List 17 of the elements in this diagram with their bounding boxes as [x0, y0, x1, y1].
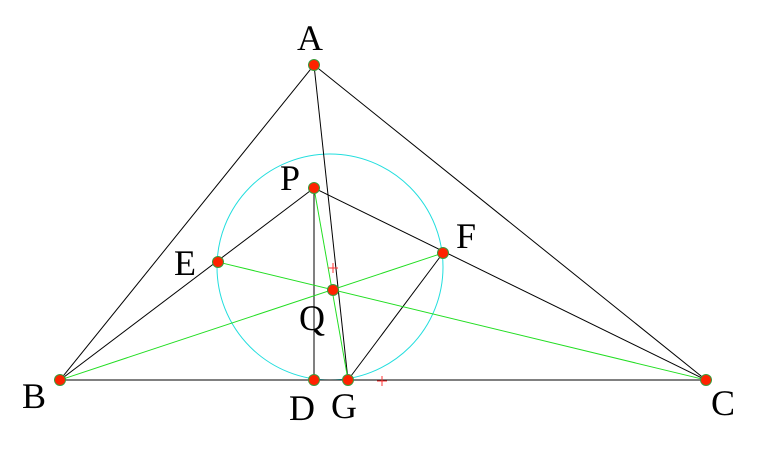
- point-label: F: [456, 218, 476, 254]
- point-label: P: [280, 160, 300, 196]
- line-segment: [318, 190, 702, 378]
- line-segment: [350, 256, 440, 376]
- line-segment: [64, 190, 310, 378]
- line-segment: [314, 69, 348, 376]
- line-segment: [222, 262, 702, 380]
- point-label: C: [711, 385, 736, 421]
- point-label: G: [331, 388, 357, 424]
- point-label: E: [174, 245, 196, 281]
- line-segment: [317, 68, 703, 378]
- line-segment: [64, 254, 439, 379]
- line-segment: [314, 192, 348, 376]
- line-segment: [62, 68, 312, 377]
- point-label: A: [297, 20, 323, 56]
- point-label: B: [22, 378, 46, 414]
- point-label: D: [289, 390, 315, 426]
